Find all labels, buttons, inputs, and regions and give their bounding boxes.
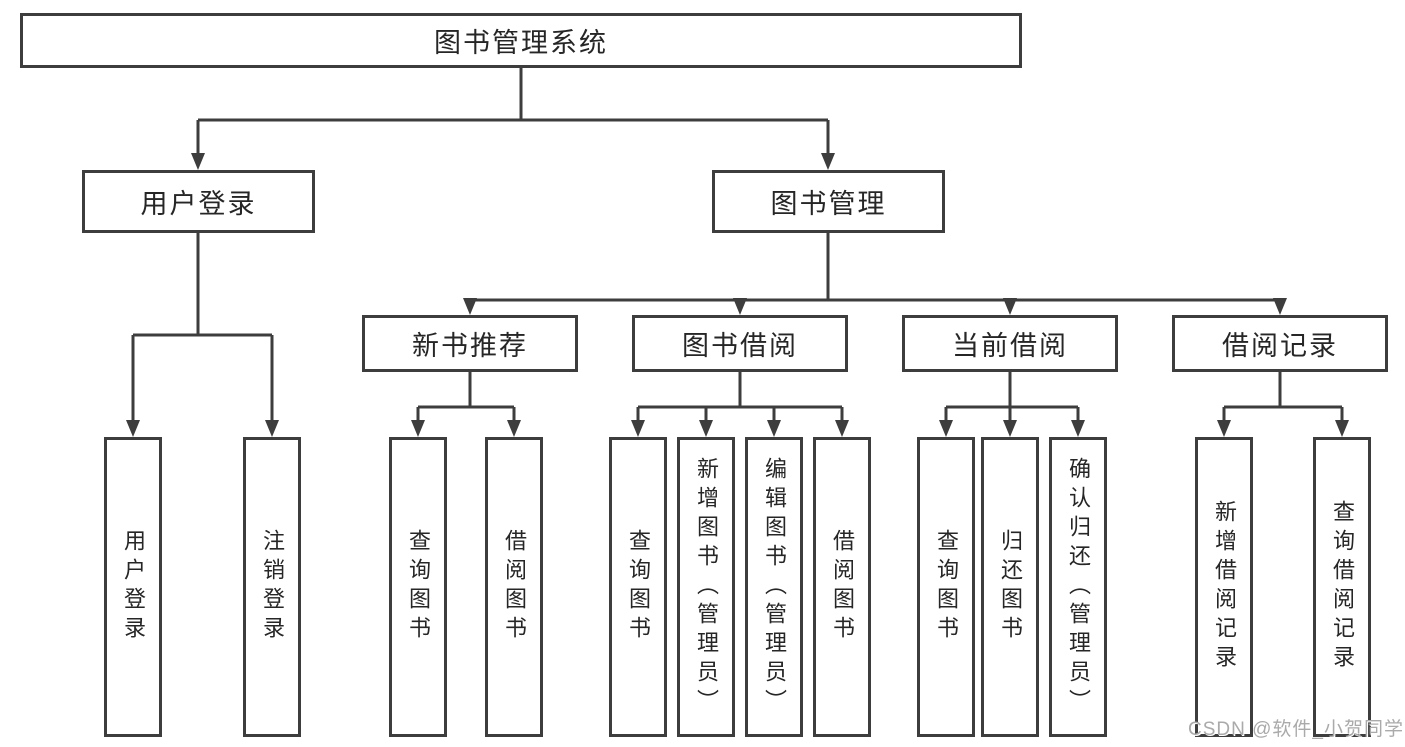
- edge-lines: [131, 68, 1344, 421]
- leaf-label: 新增借阅记录: [1212, 500, 1237, 674]
- node-leaf-logout: 注销登录: [243, 437, 301, 737]
- leaf-label: 注销登录: [260, 529, 285, 645]
- leaf-label: 新增图书（管理员）: [694, 456, 719, 718]
- node-leaf-user-login: 用户登录: [104, 437, 162, 737]
- leaf-label: 确认归还（管理员）: [1066, 456, 1091, 718]
- node-user-login: 用户登录: [82, 170, 315, 233]
- node-leaf-add-books-admin: 新增图书（管理员）: [677, 437, 735, 737]
- node-book-borrowing: 图书借阅: [632, 315, 848, 372]
- node-borrowing-records: 借阅记录: [1172, 315, 1388, 372]
- node-leaf-query-books-recommend: 查询图书: [389, 437, 447, 737]
- node-leaf-confirm-return-admin: 确认归还（管理员）: [1049, 437, 1107, 737]
- leaf-label: 归还图书: [998, 529, 1023, 645]
- csdn-watermark: CSDN @软件_小贺同学: [1188, 719, 1404, 740]
- node-current-borrowing: 当前借阅: [902, 315, 1118, 372]
- node-leaf-add-borrow-record: 新增借阅记录: [1195, 437, 1253, 737]
- node-book-management: 图书管理: [712, 170, 945, 233]
- node-leaf-return-books: 归还图书: [981, 437, 1039, 737]
- node-leaf-borrow-books-recommend: 借阅图书: [485, 437, 543, 737]
- node-root: 图书管理系统: [20, 13, 1022, 68]
- node-leaf-edit-books-admin: 编辑图书（管理员）: [745, 437, 803, 737]
- leaf-label: 借阅图书: [830, 529, 855, 645]
- node-leaf-query-borrow-record: 查询借阅记录: [1313, 437, 1371, 737]
- edge-arrowheads: [126, 153, 1349, 437]
- leaf-label: 编辑图书（管理员）: [762, 456, 787, 718]
- node-new-book-recommend: 新书推荐: [362, 315, 578, 372]
- leaf-label: 查询借阅记录: [1330, 500, 1355, 674]
- node-leaf-query-books-current: 查询图书: [917, 437, 975, 737]
- leaf-label: 查询图书: [406, 529, 431, 645]
- node-leaf-borrow-books: 借阅图书: [813, 437, 871, 737]
- node-leaf-query-books-borrowing: 查询图书: [609, 437, 667, 737]
- leaf-label: 查询图书: [626, 529, 651, 645]
- leaf-label: 用户登录: [121, 529, 146, 645]
- leaf-label: 借阅图书: [502, 529, 527, 645]
- leaf-label: 查询图书: [934, 529, 959, 645]
